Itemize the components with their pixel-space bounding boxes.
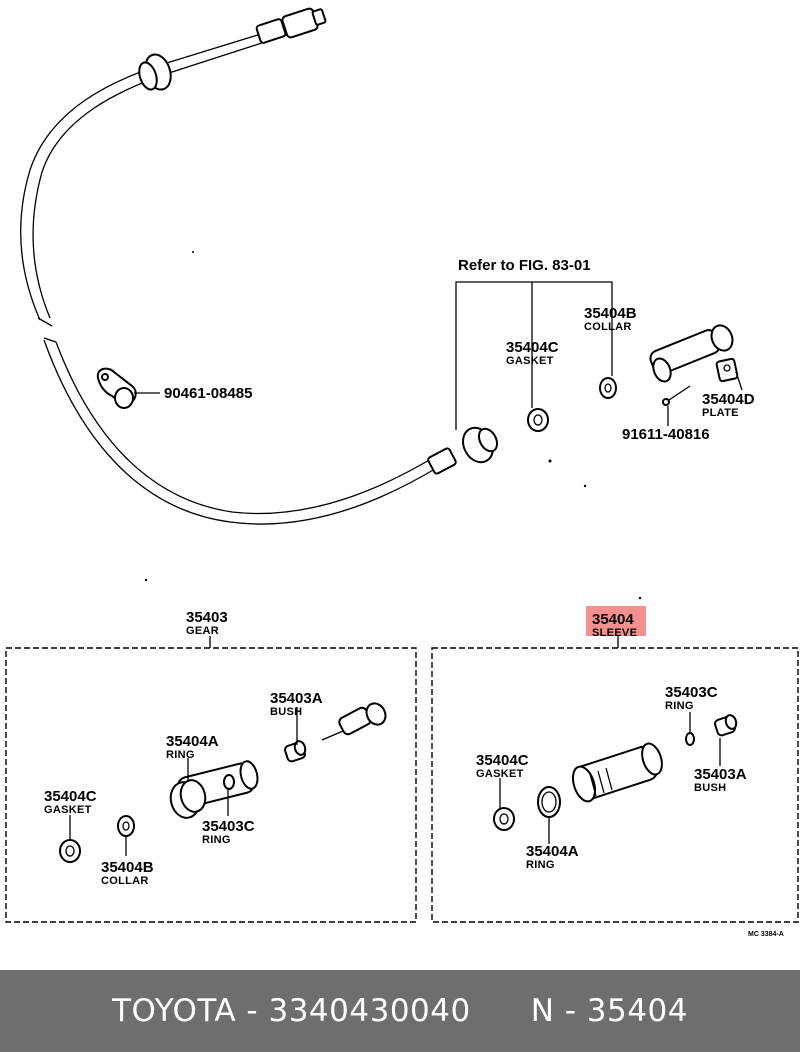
sleeve-group-box — [431, 647, 799, 923]
sleeve-gasket-icon — [493, 807, 515, 831]
screw-icon — [662, 385, 691, 426]
sleeve-ring-c-name: RING — [665, 700, 694, 712]
gear-collar-name: COLLAR — [101, 875, 149, 887]
sleeve-body-icon — [571, 742, 663, 803]
upper-parts — [144, 251, 743, 600]
sleeve-bush-number: 35403A — [694, 766, 747, 783]
gear-gasket-icon — [59, 839, 81, 863]
clamp-number: 90461-08485 — [164, 385, 252, 402]
upper-screw-number: 91611-40816 — [622, 426, 710, 443]
gear-ring-a-name: RING — [166, 749, 195, 761]
gear-bush-number: 35403A — [270, 690, 323, 707]
gear-shaft-icon — [321, 702, 387, 741]
footer-part-number: TOYOTA - 3340430040 — [112, 993, 471, 1029]
sleeve-ring-c-icon — [685, 732, 695, 746]
collar-icon — [599, 377, 617, 399]
sleeve-ring-c-number: 35403C — [665, 684, 718, 701]
upper-plate-name: PLATE — [702, 407, 739, 419]
sleeve-group-number: 35404 — [592, 611, 634, 628]
gear-ring-a-number: 35404A — [166, 733, 219, 750]
upper-collar-number: 35404B — [584, 305, 637, 322]
sleeve-gasket-name: GASKET — [476, 768, 524, 780]
upper-gasket-name: GASKET — [506, 355, 554, 367]
cable-top-fitting — [255, 7, 327, 44]
sleeve-group: 35404 SLEEVE — [431, 606, 799, 923]
gear-ring-c-number: 35403C — [202, 818, 255, 835]
sleeve-gasket-number: 35404C — [476, 752, 529, 769]
sleeve-bush-icon — [714, 714, 738, 737]
cable-lower-fitting — [427, 426, 499, 475]
gear-group: 35403 GEAR — [5, 609, 417, 923]
sleeve-highlight — [586, 606, 646, 636]
gear-gasket-name: GASKET — [44, 804, 92, 816]
sleeve-bush-name: BUSH — [694, 782, 726, 794]
parts-diagram: Refer to FIG. 83-01 35404C GASKET 35404B… — [5, 7, 799, 938]
cable-grommet — [138, 53, 172, 91]
sleeve-group-name: SLEEVE — [592, 627, 637, 639]
gear-bush-icon — [284, 740, 307, 763]
gear-ring-c-name: RING — [202, 834, 231, 846]
sleeve-ring-a-icon — [537, 786, 561, 818]
gear-group-number: 35403 — [186, 609, 228, 626]
upper-collar-name: COLLAR — [584, 321, 632, 333]
refer-note: Refer to FIG. 83-01 — [458, 257, 591, 274]
gear-gasket-number: 35404C — [44, 788, 97, 805]
cable-clamp — [96, 367, 137, 409]
gasket-icon — [527, 408, 549, 432]
plate-icon — [715, 357, 739, 383]
footer-text: TOYOTA - 3340430040 N - 35404 — [112, 993, 688, 1029]
speedometer-cable — [20, 7, 499, 525]
footer-ref: N - 35404 — [530, 993, 688, 1029]
upper-plate-number: 35404D — [702, 391, 755, 408]
footer-bar: TOYOTA - 3340430040 N - 35404 — [0, 970, 800, 1052]
gear-group-name: GEAR — [186, 625, 219, 637]
driven-gear-assembly-icon — [649, 324, 734, 383]
gear-sleeve-icon — [169, 760, 259, 819]
sleeve-ring-a-name: RING — [526, 859, 555, 871]
drawing-code: MC 3384-A — [748, 931, 784, 938]
gear-collar-number: 35404B — [101, 859, 154, 876]
upper-gasket-number: 35404C — [506, 339, 559, 356]
sleeve-ring-a-number: 35404A — [526, 843, 579, 860]
gear-collar-icon — [117, 815, 135, 837]
gear-bush-name: BUSH — [270, 706, 302, 718]
